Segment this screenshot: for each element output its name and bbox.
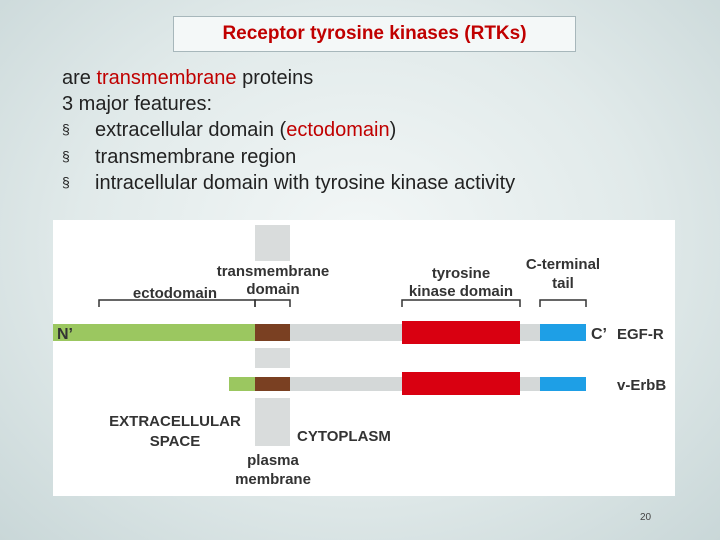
bullet-text: transmembrane region: [95, 145, 297, 168]
bullet-transmembrane: § transmembrane region: [62, 144, 702, 171]
transmembrane-label-2: domain: [246, 281, 299, 298]
membrane-band-bottom: [255, 398, 290, 446]
ectodomain-label: ectodomain: [133, 285, 217, 302]
page-number: 20: [640, 512, 652, 523]
cytoplasm-label: CYTOPLASM: [297, 428, 391, 445]
transmembrane-bracket: [254, 299, 291, 307]
c-terminus-label: C’: [591, 326, 607, 343]
membrane-band-mid: [255, 348, 290, 368]
egfr-tail-bar: [540, 324, 586, 341]
slide-body: are transmembrane proteins 3 major featu…: [62, 66, 702, 197]
verbb-juxtamembrane-bar: [290, 377, 402, 391]
kinase-label-2: kinase domain: [409, 283, 513, 300]
kinase-bracket: [401, 299, 521, 307]
egfr-juxtamembrane-bar: [290, 324, 402, 341]
verbb-kinase-bar: [402, 372, 520, 395]
plasma-membrane-label: plasma: [247, 452, 299, 469]
bullet-text: extracellular domain (: [95, 119, 287, 141]
slide-title-box: Receptor tyrosine kinases (RTKs): [173, 16, 576, 52]
features-heading: 3 major features:: [62, 92, 213, 115]
verbb-transmembrane-bar: [255, 377, 290, 391]
verbb-tail-bar: [540, 377, 586, 391]
bullet-icon: §: [62, 121, 70, 137]
rtk-diagram-svg: transmembrane domain ectodomain tyrosine…: [53, 225, 666, 488]
egfr-linker-bar: [520, 324, 540, 341]
slide-title: Receptor tyrosine kinases (RTKs): [222, 23, 527, 44]
intro-line: are transmembrane proteins: [62, 66, 702, 92]
cterminal-bracket: [539, 299, 587, 307]
extracellular-space-label: EXTRACELLULAR: [109, 413, 241, 430]
egfr-kinase-bar: [402, 321, 520, 344]
transmembrane-label: transmembrane: [217, 263, 330, 280]
intro-post: proteins: [236, 67, 314, 89]
bullet-extracellular: § extracellular domain (ectodomain): [62, 117, 702, 144]
verbb-ectodomain-bar: [229, 377, 255, 391]
kinase-label: tyrosine: [432, 265, 490, 282]
bullet-highlight: ectodomain: [286, 119, 390, 141]
intro-highlight: transmembrane: [96, 67, 237, 89]
extracellular-space-label-2: SPACE: [150, 433, 201, 450]
plasma-membrane-label-2: membrane: [235, 471, 311, 488]
n-terminus-label: N’: [57, 326, 73, 343]
intro-pre: are: [62, 67, 97, 89]
bullet-icon: §: [62, 174, 70, 190]
verbb-linker-bar: [520, 377, 540, 391]
bullet-text: intracellular domain with tyrosine kinas…: [95, 172, 516, 194]
rtk-domain-diagram: transmembrane domain ectodomain tyrosine…: [53, 220, 675, 496]
cterminal-label-2: tail: [552, 275, 574, 292]
bullet-icon: §: [62, 147, 70, 164]
egfr-label: EGF-R: [617, 326, 664, 343]
egfr-ectodomain-bar: [53, 324, 255, 341]
membrane-band-top: [255, 225, 290, 261]
bullet-text-end: ): [389, 119, 397, 141]
egfr-transmembrane-bar: [255, 324, 290, 341]
verbb-label: v-ErbB: [617, 377, 666, 394]
cterminal-label: C-terminal: [526, 256, 600, 273]
bullet-intracellular: § intracellular domain with tyrosine kina…: [62, 170, 702, 197]
